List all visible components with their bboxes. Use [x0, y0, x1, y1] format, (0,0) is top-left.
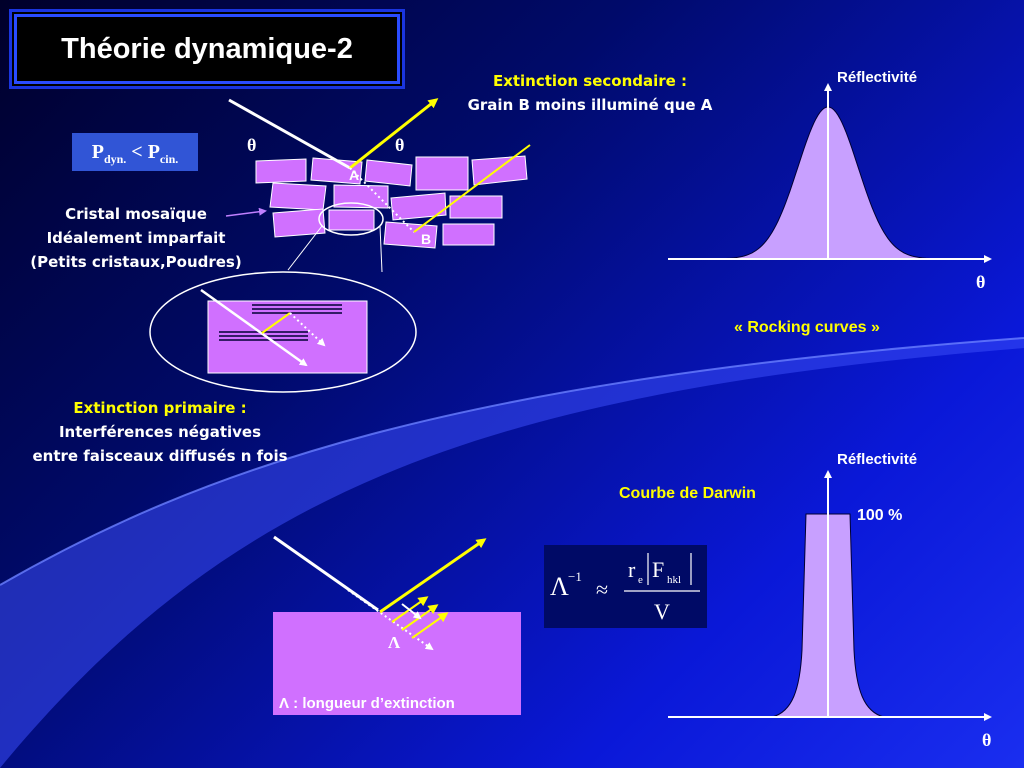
rocking-plot [668, 83, 992, 263]
mosaic-block [390, 192, 447, 221]
p-dyn-sub: dyn. [103, 152, 127, 166]
cristal-mosaique-line1: Cristal mosaïque [65, 205, 207, 223]
eq-lambda: Λ [550, 572, 569, 601]
theta-incident-label: θ [247, 135, 256, 155]
p-cin: P [147, 141, 160, 163]
darwin-plot [668, 470, 992, 721]
primary-diffracted-1 [379, 538, 487, 614]
p-cin-sub: cin. [159, 152, 179, 166]
mosaic-block [449, 195, 503, 219]
eq-re: r [628, 557, 636, 582]
zoom-ring-small [318, 202, 384, 236]
background-swoosh-edge [0, 337, 1024, 586]
cristal-mosaique-line2: Idéalement imparfait [46, 229, 226, 247]
p-operator: < [131, 141, 143, 163]
mosaic-block [415, 156, 469, 191]
cristal-mosaique-line3: (Petits cristaux,Poudres) [30, 253, 242, 271]
mosaic-block [310, 157, 363, 185]
mosaic-block [272, 208, 326, 238]
extinction-primaire-line2: entre faisceaux diffusés n fois [32, 447, 288, 465]
eq-re-sub: e [638, 574, 643, 586]
diffracted-ray-b [413, 144, 531, 233]
extinction-primaire-heading: Extinction primaire : [73, 399, 247, 417]
darwin-level-label: 100 % [857, 507, 902, 524]
perfect-crystal-block [273, 612, 521, 715]
extinction-primaire: Extinction primaire : Interférences néga… [0, 396, 320, 468]
darwin-x-label: θ [982, 730, 991, 750]
extinction-length-symbol: Λ [388, 633, 401, 652]
primary-reflected-back [411, 612, 449, 639]
theta-diffracted-label: θ [395, 135, 404, 155]
rocking-caption: « Rocking curves » [734, 319, 880, 336]
incident-ray [228, 98, 351, 170]
mosaic-block [471, 155, 528, 186]
eq-approx: ≈ [596, 577, 608, 602]
transmitted-ray-dotted [349, 167, 415, 233]
extinction-secondaire-heading: Extinction secondaire : [492, 72, 688, 90]
page-title: Théorie dynamique-2 [61, 33, 353, 65]
mosaic-block [255, 158, 307, 184]
p-dyn: P [91, 141, 104, 163]
extinction-equation: Λ −1 ≈ r e F hkl V [544, 545, 707, 628]
primary-redirect [401, 603, 422, 620]
darwin-caption: Courbe de Darwin [619, 485, 756, 502]
eq-v: V [654, 599, 670, 624]
mosaic-block [333, 184, 389, 209]
zoom-link-left [287, 225, 323, 271]
darwin-y-label: Réflectivité [837, 451, 917, 468]
mosaic-crystal [255, 155, 528, 249]
extinction-primaire-line1: Interférences négatives [58, 423, 262, 441]
zoom-diffracted-ray [261, 312, 291, 334]
eq-f: F [652, 557, 664, 582]
diffracted-ray-a [349, 98, 439, 170]
zoom-link-right [379, 225, 383, 273]
extinction-secondaire-text: Grain B moins illuminé que A [467, 96, 713, 114]
rocking-x-label: θ [976, 272, 985, 292]
title-box: Théorie dynamique-2 [12, 12, 402, 86]
eq-f-sub: hkl [667, 574, 681, 586]
background-swoosh [0, 338, 1024, 768]
mosaic-block [383, 221, 438, 249]
equation-svg: Λ −1 ≈ r e F hkl V [550, 553, 700, 624]
mosaic-block [364, 159, 413, 187]
extinction-length-legend: Λ : longueur d’extinction [279, 695, 455, 712]
extinction-secondaire: Extinction secondaire : Grain B moins il… [440, 69, 740, 117]
pointer-arrow [225, 207, 267, 217]
cristal-mosaique: Cristal mosaïque Idéalement imparfait (P… [4, 202, 268, 274]
rocking-y-label: Réflectivité [837, 69, 917, 86]
grain-b-label: B [421, 231, 431, 247]
zoom-incident-ray [200, 288, 308, 367]
primary-incident-ray [273, 535, 379, 612]
primary-incident-dotted [347, 589, 434, 651]
mosaic-block [269, 182, 327, 211]
p-relation-box: Pdyn. < Pcin. [72, 133, 198, 171]
mosaic-block [442, 223, 495, 246]
mosaic-block [328, 209, 375, 231]
zoom-ellipse [149, 271, 417, 393]
grain-a-label: A [349, 167, 359, 183]
eq-lambda-exp: −1 [568, 569, 582, 584]
